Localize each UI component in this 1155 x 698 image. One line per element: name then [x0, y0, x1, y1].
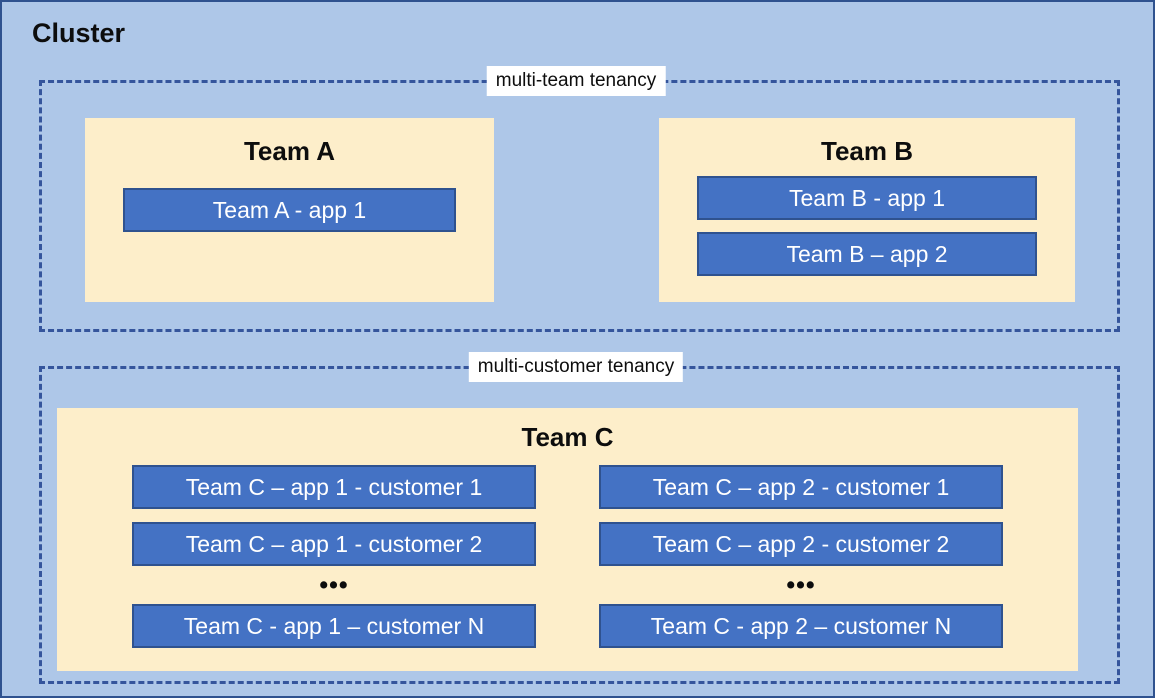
team-c-column-app-2: Team C – app 2 - customer 1 Team C – app… — [599, 465, 1003, 648]
app-box-team-b-app-2[interactable]: Team B – app 2 — [697, 232, 1037, 276]
team-card-team-a: Team A Team A - app 1 — [85, 118, 494, 302]
team-title-team-a: Team A — [243, 136, 336, 166]
ellipsis-team-c-app-2: ••• — [786, 571, 816, 599]
team-c-column-container: Team C – app 1 - customer 1 Team C – app… — [57, 465, 1078, 648]
app-box-team-c-app-1-customer-2[interactable]: Team C – app 1 - customer 2 — [132, 522, 536, 566]
app-box-team-a-app-1[interactable]: Team A - app 1 — [123, 188, 456, 232]
team-card-team-b: Team B Team B - app 1 Team B – app 2 — [659, 118, 1075, 302]
team-c-column-app-1: Team C – app 1 - customer 1 Team C – app… — [132, 465, 536, 648]
app-box-team-c-app-1-customer-n[interactable]: Team C - app 1 – customer N — [132, 604, 536, 648]
team-title-team-c: Team C — [521, 422, 614, 452]
app-box-team-c-app-2-customer-1[interactable]: Team C – app 2 - customer 1 — [599, 465, 1003, 509]
app-box-team-b-app-1[interactable]: Team B - app 1 — [697, 176, 1037, 220]
tenancy-label-multi-team: multi-team tenancy — [486, 66, 666, 96]
cluster-title: Cluster — [32, 18, 126, 48]
app-list-team-a: Team A - app 1 — [85, 188, 494, 232]
app-box-team-c-app-2-customer-2[interactable]: Team C – app 2 - customer 2 — [599, 522, 1003, 566]
app-box-team-c-app-2-customer-n[interactable]: Team C - app 2 – customer N — [599, 604, 1003, 648]
ellipsis-team-c-app-1: ••• — [319, 571, 349, 599]
app-list-team-b: Team B - app 1 Team B – app 2 — [659, 176, 1075, 276]
app-box-team-c-app-1-customer-1[interactable]: Team C – app 1 - customer 1 — [132, 465, 536, 509]
team-card-team-c: Team C Team C – app 1 - customer 1 Team … — [57, 408, 1078, 671]
team-title-team-b: Team B — [821, 136, 913, 166]
tenancy-label-multi-customer: multi-customer tenancy — [468, 352, 684, 382]
